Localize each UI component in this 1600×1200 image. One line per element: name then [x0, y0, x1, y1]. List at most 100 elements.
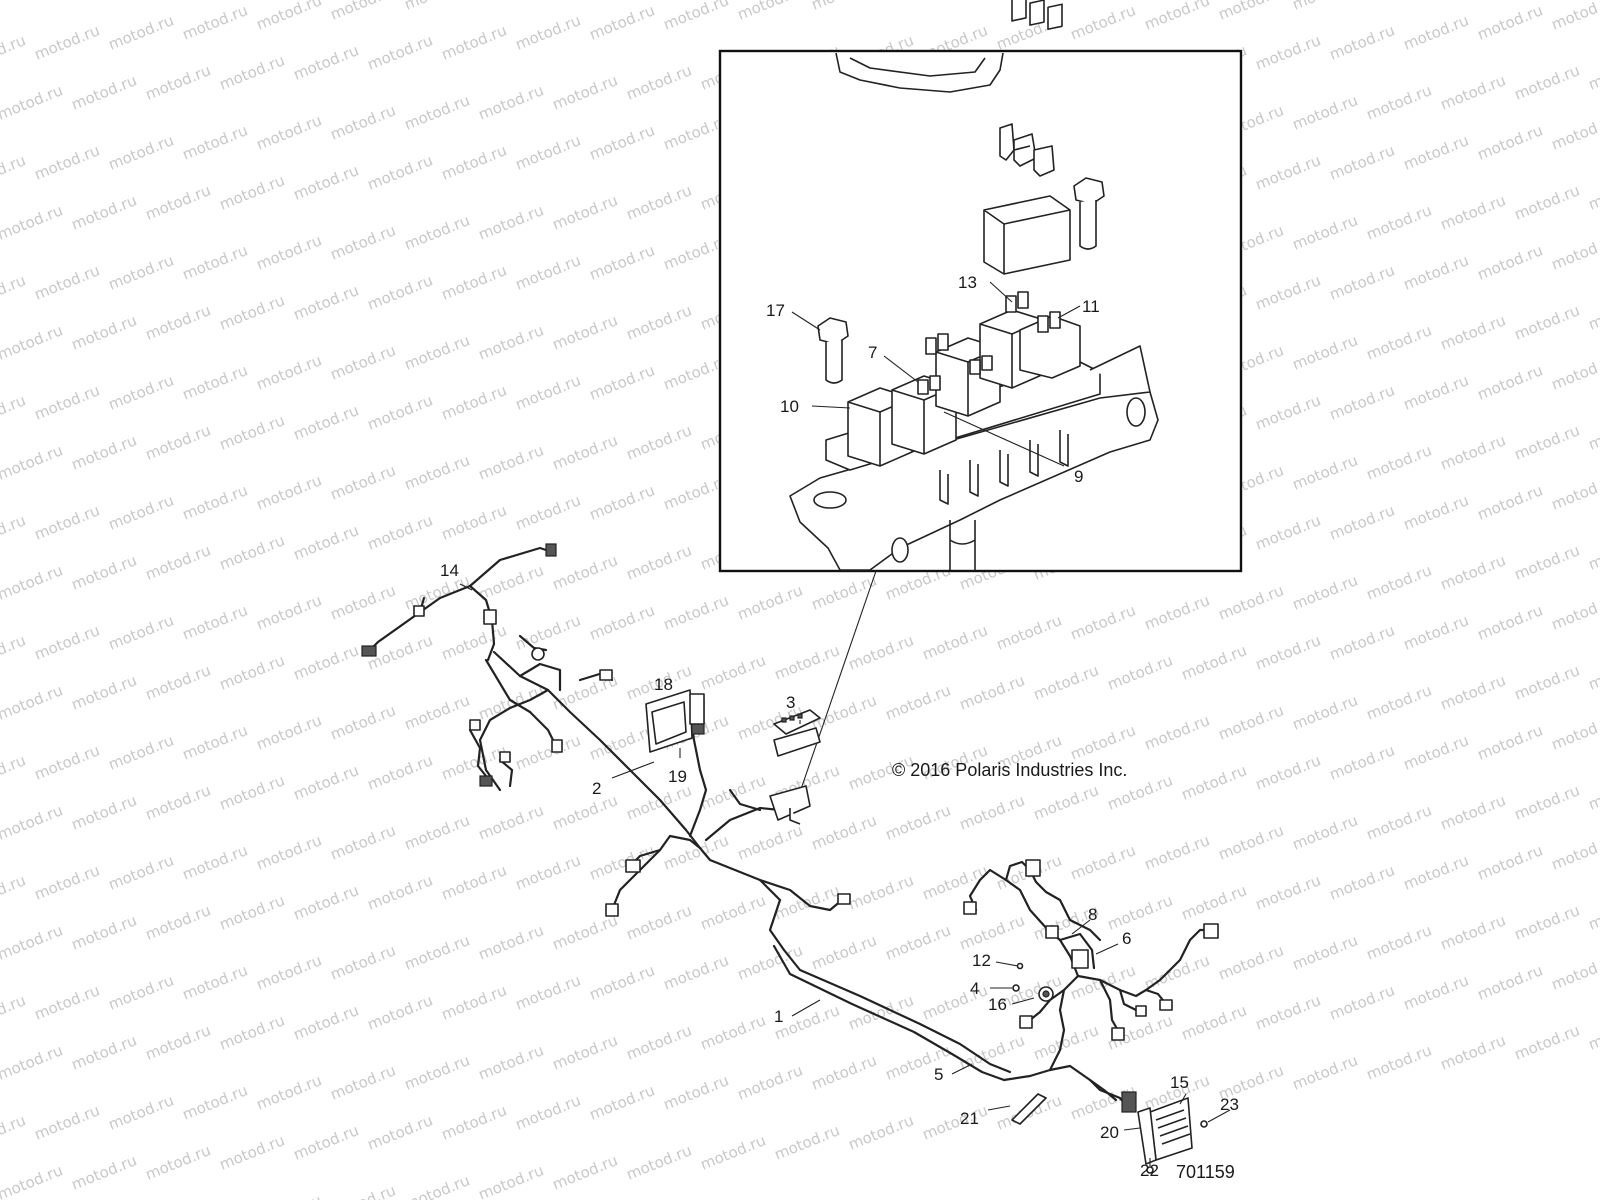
- watermark-text: motod.ru: [217, 411, 288, 453]
- watermark-text: motod.ru: [291, 401, 362, 443]
- watermark-text: motod.ru: [1216, 0, 1287, 24]
- watermark-text: motod.ru: [439, 501, 510, 543]
- watermark-text: motod.ru: [402, 931, 473, 973]
- callout-23: 23: [1220, 1095, 1239, 1114]
- watermark-text: motod.ru: [180, 721, 251, 763]
- watermark-text: motod.ru: [476, 0, 547, 4]
- watermark-text: motod.ru: [0, 151, 28, 193]
- watermark-text: motod.ru: [291, 1001, 362, 1043]
- watermark-text: motod.ru: [291, 761, 362, 803]
- watermark-text: motod.ru: [32, 141, 103, 183]
- watermark-text: motod.ru: [1031, 1021, 1102, 1063]
- watermark-text: motod.ru: [1290, 691, 1361, 733]
- watermark-text: motod.ru: [1475, 481, 1546, 523]
- watermark-text: motod.ru: [587, 1081, 658, 1123]
- watermark-text: motod.ru: [1512, 181, 1583, 223]
- watermark-text: motod.ru: [1586, 51, 1600, 93]
- watermark-text: motod.ru: [69, 911, 140, 953]
- watermark-text: motod.ru: [1586, 651, 1600, 693]
- watermark-text: motod.ru: [365, 991, 436, 1033]
- watermark-text: motod.ru: [883, 921, 954, 963]
- watermark-text: motod.ru: [1142, 0, 1213, 34]
- watermark-text: motod.ru: [0, 751, 28, 793]
- watermark-text: motod.ru: [1290, 1051, 1361, 1093]
- watermark-text: motod.ru: [1475, 601, 1546, 643]
- part-15-module: [1137, 1097, 1208, 1174]
- harness-5: [963, 859, 1219, 1113]
- mini-fuses: [999, 123, 1055, 177]
- watermark-text: motod.ru: [0, 631, 28, 673]
- watermark-text: motod.ru: [106, 611, 177, 653]
- watermark-text: motod.ru: [1401, 971, 1472, 1013]
- watermark-text: motod.ru: [1475, 961, 1546, 1003]
- watermark-text: motod.ru: [439, 741, 510, 783]
- callout-3: 3: [786, 693, 795, 712]
- watermark-text: motod.ru: [32, 981, 103, 1023]
- watermark-text: motod.ru: [328, 461, 399, 503]
- watermark-text: motod.ru: [1068, 601, 1139, 643]
- watermark-text: motod.ru: [328, 701, 399, 743]
- callout-9: 9: [1074, 467, 1083, 486]
- callout-11: 11: [1082, 297, 1100, 316]
- watermark-text: motod.ru: [1549, 711, 1600, 753]
- watermark-text: motod.ru: [698, 1011, 769, 1053]
- watermark-text: motod.ru: [1290, 331, 1361, 373]
- callout-16: 16: [988, 995, 1007, 1014]
- watermark-text: motod.ru: [32, 741, 103, 783]
- watermark-text: motod.ru: [1512, 541, 1583, 583]
- watermark-text: motod.ru: [143, 781, 214, 823]
- watermark-text: motod.ru: [69, 551, 140, 593]
- callout-6: 6: [1122, 929, 1131, 948]
- watermark-text: motod.ru: [1327, 21, 1398, 63]
- watermark-text: motod.ru: [809, 931, 880, 973]
- watermark-text: motod.ru: [1401, 11, 1472, 53]
- watermark-text: motod.ru: [624, 61, 695, 103]
- watermark-text: motod.ru: [180, 841, 251, 883]
- watermark-text: motod.ru: [365, 511, 436, 553]
- fuse-box-inset: [718, 0, 1243, 573]
- fuse-block: [983, 0, 1071, 275]
- watermark-text: motod.ru: [1327, 741, 1398, 783]
- watermark-text: motod.ru: [0, 391, 28, 433]
- watermark-text: motod.ru: [402, 811, 473, 853]
- watermark-text: motod.ru: [587, 481, 658, 523]
- watermark-text: motod.ru: [1216, 821, 1287, 863]
- watermark-text: motod.ru: [1327, 981, 1398, 1023]
- watermark-text: motod.ru: [143, 661, 214, 703]
- callout-leaders: [459, 583, 1231, 1166]
- watermark-text: motod.ru: [217, 1011, 288, 1053]
- watermark-text: motod.ru: [32, 381, 103, 423]
- watermark-text: motod.ru: [365, 31, 436, 73]
- watermark-text: motod.ru: [402, 451, 473, 493]
- watermark-text: motod.ru: [1401, 131, 1472, 173]
- watermark-text: motod.ru: [476, 81, 547, 123]
- watermark-text: motod.ru: [550, 311, 621, 353]
- watermark-text: motod.ru: [328, 341, 399, 383]
- watermark-text: motod.ru: [1253, 511, 1324, 553]
- watermark-text: motod.ru: [180, 481, 251, 523]
- watermark-text: motod.ru: [1512, 301, 1583, 343]
- watermark-text: motod.ru: [1549, 831, 1600, 873]
- watermark-text: motod.ru: [365, 871, 436, 913]
- watermark-text: motod.ru: [291, 881, 362, 923]
- watermark-text: motod.ru: [0, 681, 65, 723]
- watermark-text: motod.ru: [1327, 381, 1398, 423]
- watermark-text: motod.ru: [69, 671, 140, 713]
- watermark-text: motod.ru: [180, 361, 251, 403]
- watermark-text: motod.ru: [217, 1131, 288, 1173]
- watermark-text: motod.ru: [217, 291, 288, 333]
- watermark-text: motod.ru: [1031, 781, 1102, 823]
- watermark-text: motod.ru: [0, 321, 65, 363]
- watermark-text: motod.ru: [1401, 491, 1472, 533]
- watermark-text: motod.ru: [1290, 931, 1361, 973]
- watermark-text: motod.ru: [1438, 911, 1509, 953]
- watermark-text: motod.ru: [550, 71, 621, 113]
- watermark-text: motod.ru: [106, 851, 177, 893]
- watermark-text: motod.ru: [1438, 1031, 1509, 1073]
- watermark-text: motod.ru: [550, 1151, 621, 1193]
- watermark-text: motod.ru: [1068, 841, 1139, 883]
- watermark-text: motod.ru: [1512, 61, 1583, 103]
- watermark-text: motod.ru: [809, 0, 880, 14]
